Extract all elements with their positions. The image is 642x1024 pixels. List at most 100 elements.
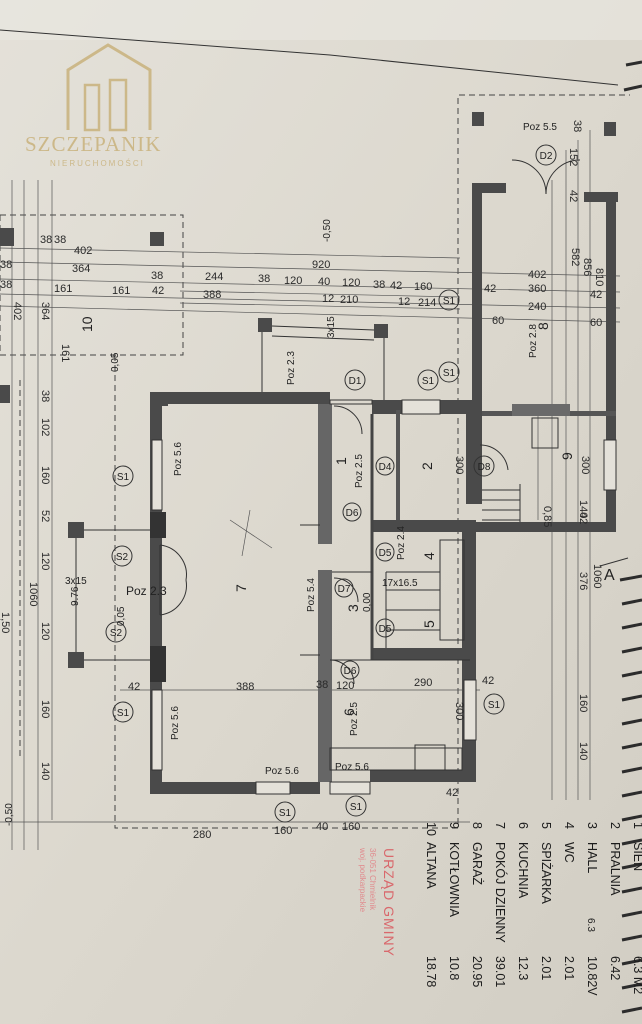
window-mark-s1: S1	[117, 472, 130, 483]
legend-row: 5 SPIŻARKA 2.01	[539, 822, 553, 980]
legend-row: 9 KOTŁOWNIA 10.8	[447, 822, 461, 980]
label-poz-2-8: Poz 2.8	[528, 324, 539, 358]
label-size-976: 9.76	[70, 586, 81, 606]
dim-text: 582	[569, 248, 581, 266]
section-marker-line	[599, 557, 629, 567]
legend-room-name: ALTANA	[424, 842, 438, 889]
dim-text: 38	[316, 679, 328, 691]
windows	[151, 399, 617, 795]
sheet-border-line	[0, 29, 619, 86]
dim-text: 42	[567, 190, 579, 202]
window-mark-s1: S1	[443, 296, 456, 307]
label-poz-5-6: Poz 5.6	[173, 442, 184, 476]
label-poz-2-4: Poz 2.4	[396, 526, 407, 560]
label-stair-size: 17x16.5	[382, 578, 418, 589]
legend-row: 2 PRALNIA 6.42	[608, 822, 622, 980]
level-mark: -0,50	[322, 219, 333, 242]
level-mark: 0,05	[116, 606, 127, 626]
legend-number: 6	[516, 822, 530, 829]
door-mark-d4: D4	[379, 462, 392, 473]
legend-area: 6.42	[608, 956, 622, 980]
dim-text: 161	[54, 283, 72, 295]
label-poz-5-6: Poz 5.6	[170, 706, 181, 740]
legend-row: 7 POKÓJ DZIENNY 39.01	[493, 822, 508, 987]
dim-text: 388	[236, 681, 254, 693]
dimension-lines-horizontal	[0, 247, 621, 823]
dim-text: 38	[0, 259, 12, 271]
dim-text: 12	[322, 293, 334, 305]
dim-text: 161	[112, 285, 130, 297]
binding-rings	[619, 60, 642, 1014]
dim-text: 244	[205, 271, 223, 283]
door-mark-d5: D5	[379, 624, 392, 635]
label-poz-2-5: Poz 2.5	[354, 454, 365, 488]
label-poz-2-5: Poz 2.5	[349, 702, 360, 736]
dim-text: 38	[151, 270, 163, 282]
dim-text: 40	[316, 821, 328, 833]
dim-text: 60	[590, 317, 602, 329]
dim-text: 160	[39, 466, 51, 484]
label-size-3x15: 3x15	[326, 316, 337, 338]
label-poz-5-6: Poz 5.6	[265, 766, 299, 777]
room-number-6: 6	[341, 708, 357, 716]
logo-subtitle: NIERUCHOMOŚCI	[50, 159, 145, 168]
legend-number: 2	[608, 822, 622, 829]
legend-room-name: POKÓJ DZIENNY	[493, 842, 508, 943]
dim-text: 402	[74, 245, 92, 257]
door-mark-d2: D2	[540, 151, 553, 162]
door-mark-d6: D6	[344, 666, 357, 677]
room-legend: 1 SIEŃ 6.3 M2 2 PRALNIA 6.42 3 HALL 6.3 …	[424, 822, 642, 996]
dim-text: 102	[39, 418, 51, 436]
arbor-structure	[0, 228, 388, 668]
dim-text: 160	[577, 694, 589, 712]
dim-text: 1060	[27, 582, 39, 606]
legend-number: 10	[424, 822, 438, 836]
legend-room-name: WC	[562, 842, 576, 863]
dimension-texts-horizontal: 402 920 364 244 38 120 40 120 38 42 160 …	[0, 234, 602, 841]
dim-text: 388	[203, 289, 221, 301]
dim-text: 240	[528, 301, 546, 313]
dim-text: 140	[577, 500, 589, 518]
dim-text: 152	[567, 148, 579, 166]
dim-text: 300	[453, 456, 465, 474]
window-mark-s1: S1	[422, 376, 435, 387]
legend-number: 9	[447, 822, 461, 829]
dimension-texts-vertical: 810 856 582 152 42 38 300 300 140 42 0,8…	[0, 120, 605, 780]
legend-number: 3	[585, 822, 599, 829]
window-mark-s1: S1	[488, 700, 501, 711]
symbol-markers	[105, 144, 557, 823]
paper-top-shade	[0, 0, 642, 40]
door-mark-d5: D5	[379, 548, 392, 559]
dim-text: 290	[414, 677, 432, 689]
boiler-room-steps	[482, 417, 559, 522]
legend-room-name: GARAŻ	[470, 842, 484, 885]
stamp-line-3: woj. podkarpackie	[358, 847, 367, 913]
municipal-stamp: URZĄD GMINY 36-051 Chmielnik woj. podkar…	[358, 847, 397, 957]
legend-row: 4 WC 2.01	[562, 822, 576, 980]
dim-text: 160	[414, 281, 432, 293]
label-poz-2-3: Poz 2.3	[126, 584, 167, 598]
label-poz-5-5: Poz 5.5	[523, 122, 557, 133]
dim-text: 42	[446, 787, 458, 799]
dim-text: 920	[312, 259, 330, 271]
label-poz-2-3: Poz 2.3	[286, 351, 297, 385]
dim-text: 360	[528, 283, 546, 295]
dim-text: 42	[484, 283, 496, 295]
legend-row: 3 HALL 6.3 10.82V	[585, 822, 599, 996]
legend-area: 2.01	[539, 956, 553, 980]
window-mark-s1: S1	[443, 368, 456, 379]
dim-text: 280	[193, 829, 211, 841]
dim-text: 42	[482, 675, 494, 687]
door-mark-d7: D7	[338, 584, 351, 595]
terrace-outline-left	[0, 214, 184, 356]
dim-text: 140	[39, 762, 51, 780]
dim-text: 120	[39, 622, 51, 640]
legend-number: 1	[631, 822, 642, 829]
dim-text: 38	[40, 234, 52, 246]
legend-number: 7	[493, 822, 507, 829]
legend-row: 8 GARAŻ 20.95	[470, 822, 484, 987]
room-number-3: 3	[345, 604, 361, 612]
dim-text: 42	[128, 681, 140, 693]
dim-text: 0,85	[541, 506, 553, 527]
